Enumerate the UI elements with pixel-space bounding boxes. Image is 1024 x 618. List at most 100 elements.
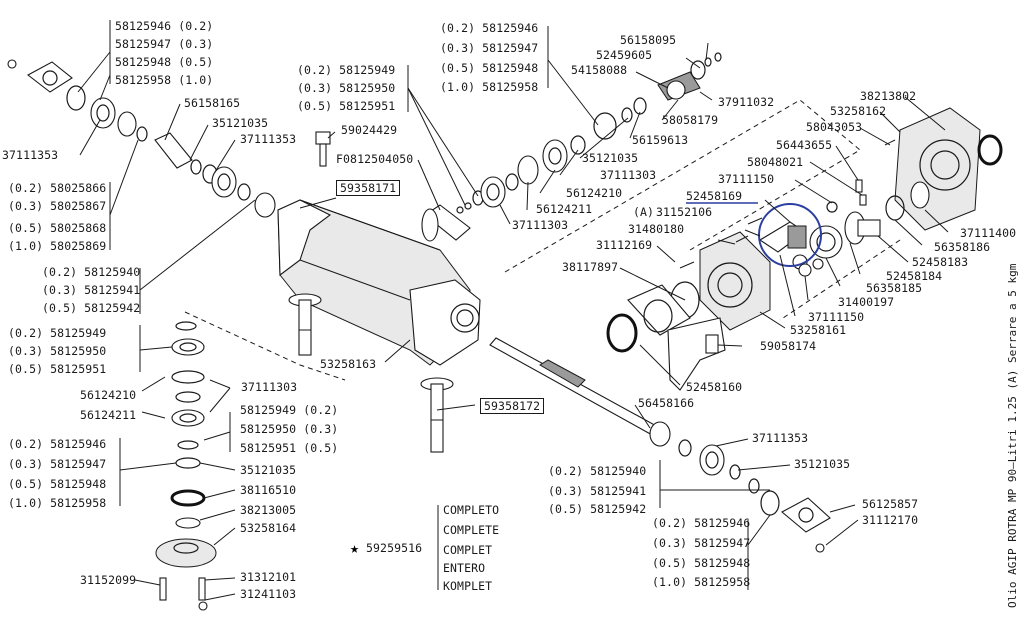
label-completo: COMPLETO [443,503,500,517]
label-58125947-d: (0.3) 58125947 [652,536,751,550]
label-entero: ENTERO [443,561,486,575]
breather-plug [315,131,331,167]
label-58125950-d: 58125950 (0.3) [240,422,339,436]
label-A: (A) [633,205,655,219]
axle-housing [277,199,481,366]
label-58125951-a: (0.5) 58125951 [297,99,396,113]
label-37111303-b: 37111303 [512,218,569,232]
label-38116510: 38116510 [240,483,297,497]
label-56124210-a: 56124210 [566,186,623,200]
label-59358171: 59358171 [336,180,401,196]
leader-lines [77,20,949,601]
label-37111353-a: 37111353 [2,148,59,162]
label-58125946-a: 58125946 (0.2) [115,19,214,33]
label-31152099: 31152099 [80,573,137,587]
label-37111353-b: 37111353 [240,132,297,146]
label-58125958-b: (1.0) 58125958 [440,80,539,94]
label-58043053: 58043053 [806,120,863,134]
label-37111353-c: 37111353 [752,431,809,445]
front-housing-group [606,217,824,391]
label-56458166: 56458166 [638,396,695,410]
small-pins [826,179,867,213]
label-38117897: 38117897 [562,260,619,274]
label-52458183: 52458183 [912,255,969,269]
label-54158088: 54158088 [571,63,628,77]
label-58125949-c: (0.2) 58125949 [8,326,107,340]
label-37111303-a: 37111303 [600,168,657,182]
label-58125946-c: (0.2) 58125946 [8,437,107,451]
label-58125946-d: (0.2) 58125946 [652,516,751,530]
dashed-assembly-boundary-left [184,311,346,381]
label-31400197: 31400197 [838,295,895,309]
label-58125951-d: 58125951 (0.5) [240,441,339,455]
label-58025867: (0.3) 58025867 [8,199,107,213]
label-58125940-b: (0.2) 58125940 [548,464,647,478]
label-56158095: 56158095 [620,33,677,47]
label-31152106: 31152106 [656,205,713,219]
label-58025868: (0.5) 58025868 [8,221,107,235]
label-58125947-c: (0.3) 58125947 [8,457,107,471]
label-58125948-d: (0.5) 58125948 [652,556,751,570]
label-31480180: 31480180 [628,222,685,236]
dashed-assembly-boundary-top [504,99,861,273]
label-58058179: 58058179 [662,113,719,127]
label-53258163: 53258163 [320,357,377,371]
label-52458169: 52458169 [686,189,743,203]
label-58125949-a: (0.2) 58125949 [297,63,396,77]
label-58125948-b: (0.5) 58125948 [440,61,539,75]
label-58125950-c: (0.3) 58125950 [8,344,107,358]
label-31312101: 31312101 [240,570,297,584]
label-56358185: 56358185 [866,281,923,295]
label-56124211-b: 56124211 [80,408,137,422]
vertical-shaft-left [288,293,322,356]
drive-shaft [489,337,671,447]
label-58125948-a: 58125948 (0.5) [115,55,214,69]
label-56358186: 56358186 [934,240,991,254]
label-58125949-d: 58125949 (0.2) [240,403,339,417]
label-58125940-a: (0.2) 58125940 [42,265,141,279]
label-komplet: KOMPLET [443,579,493,593]
label-52458160: 52458160 [686,380,743,394]
label-58048021: 58048021 [747,155,804,169]
highlight-circle [758,203,822,267]
label-56159613: 56159613 [632,133,689,147]
oil-spec-note: Olio AGIP ROTRA MP 90–Litri 1.25 (A) Ser… [1006,263,1019,608]
label-58125950-a: (0.3) 58125950 [297,81,396,95]
label-31112170: 31112170 [862,513,919,527]
label-37111150-a: 37111150 [718,172,775,186]
label-56158165: 56158165 [184,96,241,110]
label-37111400: 37111400 [960,226,1017,240]
label-58125946-b: (0.2) 58125946 [440,21,539,35]
label-37111303-c: 37111303 [241,380,298,394]
right-gearbox-cover [884,107,1003,231]
label-58125942-b: (0.5) 58125942 [548,502,647,516]
label-59259516: 59259516 [366,541,423,555]
bevel-pinion-group [758,195,905,270]
lower-right-flange-group [678,439,831,553]
pinion-shaft-group [421,52,722,242]
label-38213005: 38213005 [240,503,297,517]
label-58025866: (0.2) 58025866 [8,181,107,195]
label-58125947-b: (0.3) 58125947 [440,41,539,55]
upper-left-flange-group [7,59,276,218]
label-58125951-c: (0.5) 58125951 [8,362,107,376]
label-58125958-d: (1.0) 58125958 [652,575,751,589]
label-37911032: 37911032 [718,95,775,109]
label-58125958-a: 58125958 (1.0) [115,73,214,87]
label-59024429: 59024429 [341,123,398,137]
label-58025869: (1.0) 58025869 [8,239,107,253]
label-complete: COMPLETE [443,523,500,537]
label-35121035-a: 35121035 [212,116,269,130]
label-35121035-b: 35121035 [582,151,639,165]
label-37111150-b: 37111150 [808,310,865,324]
label-53258162: 53258162 [830,104,887,118]
label-56124210-b: 56124210 [80,388,137,402]
label-F0812504050: F0812504050 [336,152,414,166]
label-59358172: 59358172 [480,398,545,414]
dashed-assembly-boundary-right [779,239,901,321]
label-52458184: 52458184 [886,269,943,283]
label-58125942-a: (0.5) 58125942 [42,301,141,315]
label-58125958-c: (1.0) 58125958 [8,496,107,510]
